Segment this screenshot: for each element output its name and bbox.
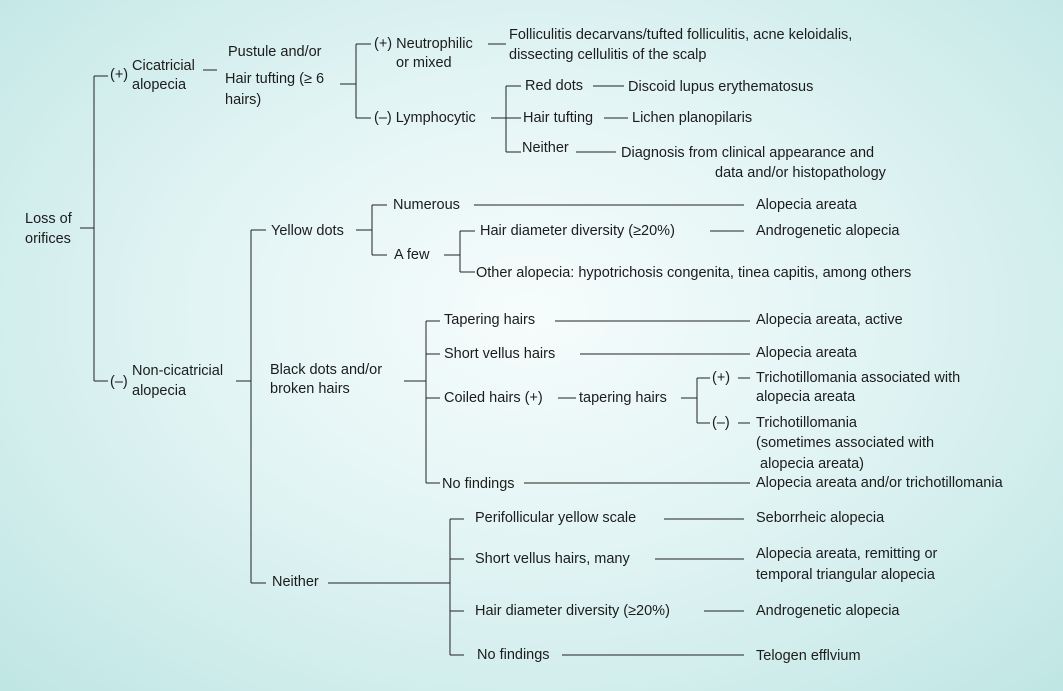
yellow-hair-diameter-result: Androgenetic alopecia (756, 223, 900, 239)
cicatricial-label-line1: Cicatricial (132, 58, 195, 74)
lymphocytic-neither-result-line1: Diagnosis from clinical appearance and (621, 145, 875, 161)
lymphocytic-label: (–) Lymphocytic (374, 110, 476, 126)
noncicatricial-sign: (–) (110, 374, 128, 390)
root-label-line1: Loss of (25, 211, 72, 227)
noncicatricial-label-line2: alopecia (132, 383, 187, 399)
neutrophilic-result-line2: dissecting cellulitis of the scalp (509, 47, 707, 63)
red-dots-label: Red dots (525, 78, 584, 94)
red-dots-result: Discoid lupus erythematosus (628, 79, 814, 95)
a-few-label: A few (394, 247, 430, 263)
cicatricial-criteria-line3: hairs) (225, 92, 262, 108)
lymphocytic-neither-label: Neither (522, 140, 569, 156)
short-vellus-many-label: Short vellus hairs, many (475, 551, 630, 567)
neutrophilic-result-line1: Folliculitis decarvans/tufted folliculit… (509, 27, 853, 43)
neither-no-findings-result: Telogen efflvium (756, 648, 861, 664)
short-vellus-result: Alopecia areata (756, 345, 857, 361)
neither-label: Neither (272, 574, 319, 590)
cicatricial-criteria-line2: Hair tufting (≥ 6 (225, 71, 325, 87)
yellow-hair-diameter-label: Hair diameter diversity (≥20%) (480, 223, 675, 239)
neutrophilic-label-line1: (+) Neutrophilic (374, 36, 473, 52)
coiled-plus-result-line1: Trichotillomania associated with (756, 370, 961, 386)
yellow-dots-label: Yellow dots (271, 223, 344, 239)
perifollicular-result: Seborrheic alopecia (756, 510, 885, 526)
coiled-minus-result-line3: alopecia areata) (756, 456, 865, 472)
numerous-result: Alopecia areata (756, 197, 857, 213)
perifollicular-label: Perifollicular yellow scale (475, 510, 637, 526)
black-no-findings-result: Alopecia areata and/or trichotillomania (756, 475, 1003, 491)
black-dots-label-line2: broken hairs (270, 381, 350, 397)
tapering-label: Tapering hairs (444, 312, 536, 328)
noncicatricial-label-line1: Non-cicatricial (132, 363, 224, 379)
tapering-result: Alopecia areata, active (756, 312, 903, 328)
root-label-line2: orifices (25, 231, 71, 247)
coiled-minus-result-line1: Trichotillomania (756, 415, 857, 431)
black-dots-label-line1: Black dots and/or (270, 362, 383, 378)
hair-tufting-label: Hair tufting (523, 110, 594, 126)
coiled-hairs-label: Coiled hairs (+) (444, 390, 543, 406)
lymphocytic-neither-result-line2: data and/or histopathology (715, 165, 886, 181)
neither-hair-diameter-label: Hair diameter diversity (≥20%) (475, 603, 670, 619)
coiled-tapering-label: tapering hairs (579, 390, 667, 406)
short-vellus-many-result-line2: temporal triangular alopecia (756, 567, 935, 583)
coiled-minus-sign: (–) (712, 415, 730, 431)
numerous-label: Numerous (393, 197, 460, 213)
neither-hair-diameter-result: Androgenetic alopecia (756, 603, 900, 619)
other-alopecia-label: Other alopecia: hypotrichosis congenita,… (476, 265, 912, 281)
cicatricial-criteria-line1: Pustule and/or (228, 44, 322, 60)
short-vellus-label: Short vellus hairs (444, 346, 556, 362)
neutrophilic-label-line2: or mixed (396, 55, 452, 71)
coiled-plus-sign: (+) (712, 370, 731, 386)
hair-tufting-result: Lichen planopilaris (632, 110, 753, 126)
coiled-minus-result-line2: (sometimes associated with (756, 435, 935, 451)
neither-no-findings-label: No findings (477, 647, 550, 663)
short-vellus-many-result-line1: Alopecia areata, remitting or (756, 546, 938, 562)
black-no-findings-label: No findings (442, 476, 515, 492)
cicatricial-sign: (+) (110, 67, 129, 83)
coiled-plus-result-line2: alopecia areata (756, 389, 856, 405)
cicatricial-label-line2: alopecia (132, 77, 187, 93)
